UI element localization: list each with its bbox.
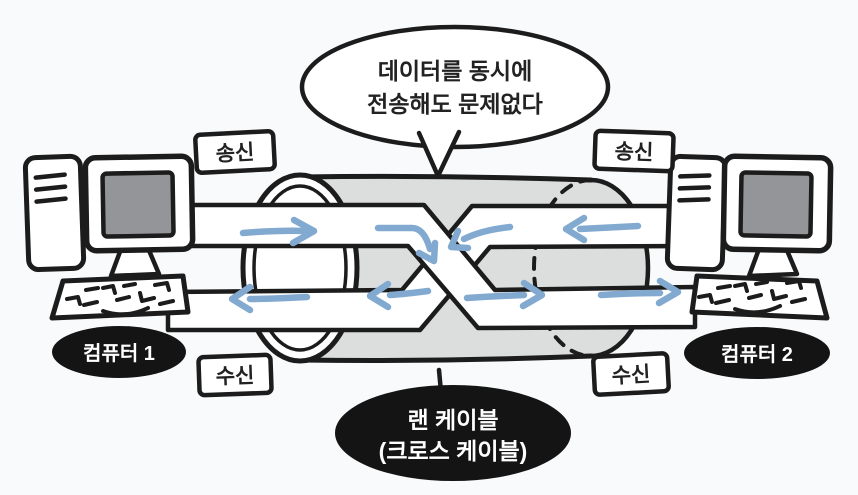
cylinder-right-cap-back-arc-dashed [532, 178, 593, 358]
computer-1-oval [52, 326, 186, 378]
arrow-left-1-shaft [576, 222, 642, 233]
speech-bubble-tail [416, 129, 462, 179]
computer-1-label: 컴퓨터 1 [83, 342, 155, 365]
computer-2-label: 컴퓨터 2 [721, 343, 793, 366]
computer-right [664, 153, 834, 321]
label-box [592, 128, 676, 174]
computer-1-tag: 컴퓨터 1 [52, 326, 186, 378]
speech-bubble-text-line1: 데이터를 동시에 [378, 58, 533, 84]
computer-2-oval [684, 327, 830, 379]
arrow-left-3-head [228, 283, 254, 314]
label-send-left: 송신 [193, 128, 277, 176]
arrow-left-2-head [366, 280, 392, 311]
cylinder-bottom-edge [297, 353, 594, 363]
arrow-left-2-shaft [386, 287, 432, 299]
cylinder-right-cap-front-arc [588, 177, 651, 359]
tower-vents [33, 172, 68, 204]
arrow-bend-down-right-shaft [374, 224, 434, 253]
arrow-right-1-head [289, 216, 318, 247]
label-box [196, 352, 274, 398]
label-box [193, 128, 277, 176]
arrow-right-2-shaft [463, 291, 528, 302]
keyboard-keys [65, 281, 175, 317]
speech-bubble-ellipse [299, 24, 611, 150]
label-receive-right: 수신 [591, 351, 671, 397]
label-send-left-text: 송신 [215, 141, 255, 166]
monitor-screen [738, 170, 814, 239]
arrow-right-3-head [655, 277, 682, 307]
label-receive-left: 수신 [196, 352, 274, 398]
tower-case-icon [664, 153, 729, 273]
arrow-bend-down-left-head [447, 227, 472, 252]
computer-left-tower [22, 153, 87, 273]
keyboard-keys [697, 279, 807, 315]
arrow-bend-down-left-shaft [460, 223, 514, 243]
computer-2-tag: 컴퓨터 2 [684, 327, 830, 379]
cable-label-line1: 랜 케이블 [407, 407, 498, 433]
speech-bubble-text-line2: 전송해도 문제없다 [367, 91, 543, 117]
arrow-right-3-shaft [597, 289, 664, 299]
arrow-right-1-shaft [239, 227, 310, 237]
label-send-right: 송신 [592, 128, 676, 174]
speech-bubble-tail-fill [420, 135, 458, 177]
tower-case-icon [22, 153, 87, 273]
computer-right-tower [664, 153, 729, 273]
cylinder-top-edge [297, 173, 594, 183]
tower-vents [677, 173, 712, 203]
label-receive-left-text: 수신 [215, 364, 254, 388]
arrow-left-1-head [562, 214, 588, 244]
arrow-right-2-head [519, 279, 546, 310]
cable-oval [335, 385, 571, 481]
speech-bubble: 데이터를 동시에 전송해도 문제없다 [299, 24, 611, 179]
arrow-left-3-shaft [246, 293, 311, 303]
label-receive-right-text: 수신 [611, 363, 651, 388]
cable-label-line2: (크로스 케이블) [379, 438, 528, 464]
arrow-bend-down-right-head [415, 239, 439, 265]
computer-right-monitor [720, 153, 834, 254]
data-flow-arrows [228, 214, 682, 314]
computer-left-monitor [82, 153, 196, 254]
cable-tag: 랜 케이블 (크로스 케이블) [335, 367, 571, 481]
monitor-screen [100, 170, 176, 239]
label-box [591, 351, 671, 397]
label-send-right-text: 송신 [614, 140, 653, 164]
computer-left [22, 153, 196, 321]
